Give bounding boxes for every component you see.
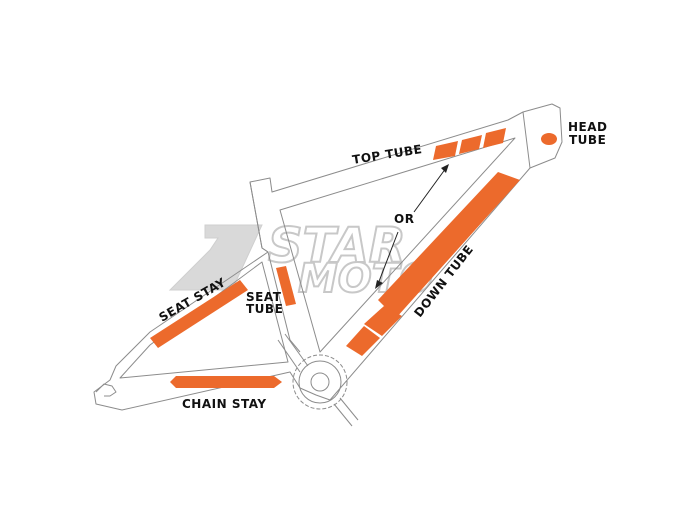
or-arrow-up-head [441,164,449,173]
chainring-outer [292,354,348,410]
frame-outline [93,103,563,411]
frame-outer-contour [93,103,563,411]
head-tube-label-line2: TUBE [569,133,606,147]
crank-arm-lower [339,397,359,421]
or-arrow-up [413,167,447,213]
seat-tube-label-line2: TUBE [246,302,283,316]
top-tube-pad-3 [483,128,506,148]
crank-arm-lower-edge [333,403,353,427]
or-arrows [375,164,449,289]
protection-pads [150,128,557,388]
head-tube-outline [522,111,531,169]
top-tube-pad-2 [459,135,482,154]
frame-inner-triangle [279,137,516,353]
or-arrow-down [377,231,399,285]
top-tube-pad-1 [433,141,458,160]
down-tube-pad-long [378,172,520,318]
chain-stay-pad [170,376,282,388]
or-label: OR [394,212,414,226]
crankset [277,333,359,427]
crank-arm-upper-edge [284,333,309,367]
seat-stay-pad [150,280,248,348]
watermark-seven-glyph [168,224,263,291]
crank-arm-upper [277,339,301,373]
head-tube-label-line1: HEAD [568,120,608,134]
chain-stay-label: CHAIN STAY [182,397,267,411]
or-arrow-down-head [375,280,383,289]
dropout-outline [95,383,117,397]
head-tube-pad [541,133,557,145]
seat-tube-label-line1: SEAT [246,290,282,304]
down-tube-pad-segment-2 [346,326,380,356]
down-tube-pad-segment-1 [364,306,402,336]
chainring-inner [298,360,342,404]
seat-tube-outline [249,181,301,353]
seat-tube-pad [276,266,296,306]
crank-spindle [310,372,330,392]
watermark-logo: STAR MOTO [168,217,434,303]
top-tube-label: TOP TUBE [351,142,423,167]
